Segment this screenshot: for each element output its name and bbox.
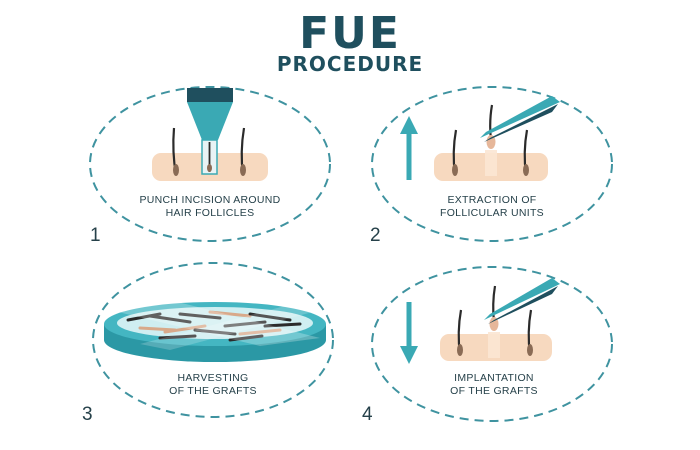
extracted-graft (485, 104, 497, 176)
step-4-dashed-ring (371, 266, 613, 422)
diagram-subtitle: PROCEDURE (276, 52, 424, 76)
tweezers-icon (480, 96, 560, 142)
hair-follicle (172, 127, 179, 176)
step-4-number: 4 (362, 404, 373, 425)
caption-line: PUNCH INCISION AROUND (139, 194, 281, 206)
step-2-caption: EXTRACTION OF FOLLICULAR UNITS (392, 194, 592, 220)
graft-pile (126, 310, 302, 342)
punch-tool (187, 88, 233, 175)
step-3-illustration (104, 300, 326, 362)
hair-follicle (240, 127, 246, 176)
hair-follicle (457, 309, 463, 356)
step-3-caption: HARVESTING OF THE GRAFTS (113, 372, 313, 398)
step-3-number: 3 (82, 404, 93, 425)
step-4-illustration (400, 278, 560, 364)
step-1-number: 1 (90, 225, 101, 246)
hair-follicle (523, 129, 529, 176)
caption-line: EXTRACTION OF (447, 194, 537, 206)
caption-line: OF THE GRAFTS (169, 385, 257, 397)
caption-line: HAIR FOLLICLES (165, 207, 255, 219)
tweezers-icon (484, 278, 560, 324)
down-arrow-icon (400, 302, 418, 364)
caption-line: FOLLICULAR UNITS (440, 207, 544, 219)
caption-line: HARVESTING (177, 372, 249, 384)
step-3-dashed-ring (92, 262, 334, 418)
step-1-dashed-ring (89, 86, 331, 242)
hair-follicle (527, 309, 533, 356)
implanted-graft (488, 285, 500, 358)
step-2-dashed-ring (371, 86, 613, 242)
hair-follicle (452, 129, 458, 176)
step-2-number: 2 (370, 225, 381, 246)
up-arrow-icon (400, 116, 418, 180)
step-1-caption: PUNCH INCISION AROUND HAIR FOLLICLES (110, 194, 310, 220)
step-1-illustration (152, 88, 268, 181)
step-4-caption: IMPLANTATION OF THE GRAFTS (394, 372, 594, 398)
caption-line: IMPLANTATION (454, 372, 534, 384)
diagram-title: FUE (299, 8, 401, 59)
caption-line: OF THE GRAFTS (450, 385, 538, 397)
step-2-illustration (400, 96, 560, 181)
